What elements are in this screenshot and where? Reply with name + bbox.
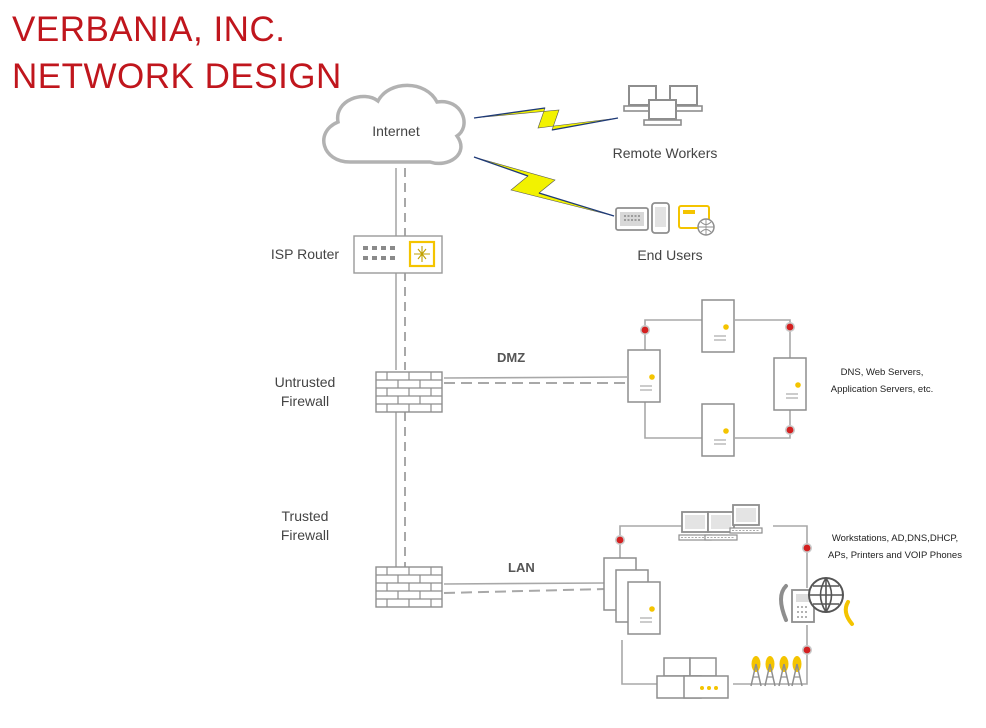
voip-phone-icon	[779, 584, 854, 626]
end-users-label: End Users	[637, 247, 703, 263]
dmz-ring	[644, 319, 791, 439]
title-line-1: VERBANIA, INC.	[12, 10, 286, 49]
internet-cloud-icon	[322, 83, 466, 166]
wireless-link-remote-icon	[473, 107, 619, 131]
isp-router-icon	[353, 235, 443, 274]
trusted-firewall-label-line2: Firewall	[280, 527, 330, 543]
trusted-firewall-icon	[375, 566, 443, 608]
lan-description: Workstations, AD,DNS,DHCP, APs, Printers…	[822, 530, 968, 564]
untrusted-firewall-label: Untrusted Firewall	[262, 373, 348, 411]
trusted-firewall-label-line1: Trusted	[281, 508, 329, 524]
dmz-server-top	[701, 299, 735, 353]
title-line-2: NETWORK DESIGN	[12, 57, 342, 96]
dmz-node-dot	[640, 325, 650, 335]
internet-label: Internet	[372, 123, 420, 139]
remote-workers-icon	[623, 85, 703, 126]
dmz-node-dot	[785, 322, 795, 332]
isp-router-label: ISP Router	[270, 246, 340, 262]
lan-node-dot	[615, 535, 625, 545]
dmz-node-dot	[785, 425, 795, 435]
dmz-link-label: DMZ	[497, 350, 526, 365]
lan-servers-icon	[603, 557, 661, 635]
dmz-server-right	[773, 357, 807, 411]
lan-ring	[619, 525, 808, 685]
untrusted-firewall-label-line2: Firewall	[280, 393, 330, 409]
end-users-icon	[615, 202, 715, 236]
dmz-server-left	[627, 349, 661, 403]
trusted-firewall-label: Trusted Firewall	[262, 507, 348, 545]
dmz-description-line1: DNS, Web Servers,	[840, 367, 924, 378]
lan-node-dot	[802, 543, 812, 553]
lan-link-label: LAN	[508, 560, 535, 575]
untrusted-firewall-label-line1: Untrusted	[274, 374, 336, 390]
access-points-icon	[750, 655, 803, 687]
untrusted-firewall-icon	[375, 371, 443, 413]
dmz-server-bottom	[701, 403, 735, 457]
diagram-title: VERBANIA, INC. NETWORK DESIGN	[12, 6, 342, 100]
workstations-icon	[678, 504, 763, 541]
printers-icon	[656, 657, 729, 699]
dmz-description: DNS, Web Servers, Application Servers, e…	[812, 364, 952, 398]
lan-description-line2: APs, Printers and VOIP Phones	[828, 550, 962, 561]
remote-workers-label: Remote Workers	[612, 145, 718, 161]
lan-description-line1: Workstations, AD,DNS,DHCP,	[831, 533, 959, 544]
dmz-description-line2: Application Servers, etc.	[830, 384, 934, 395]
lan-node-dot	[802, 645, 812, 655]
globe-icon	[808, 577, 844, 613]
wireless-link-endusers-icon	[473, 156, 615, 217]
